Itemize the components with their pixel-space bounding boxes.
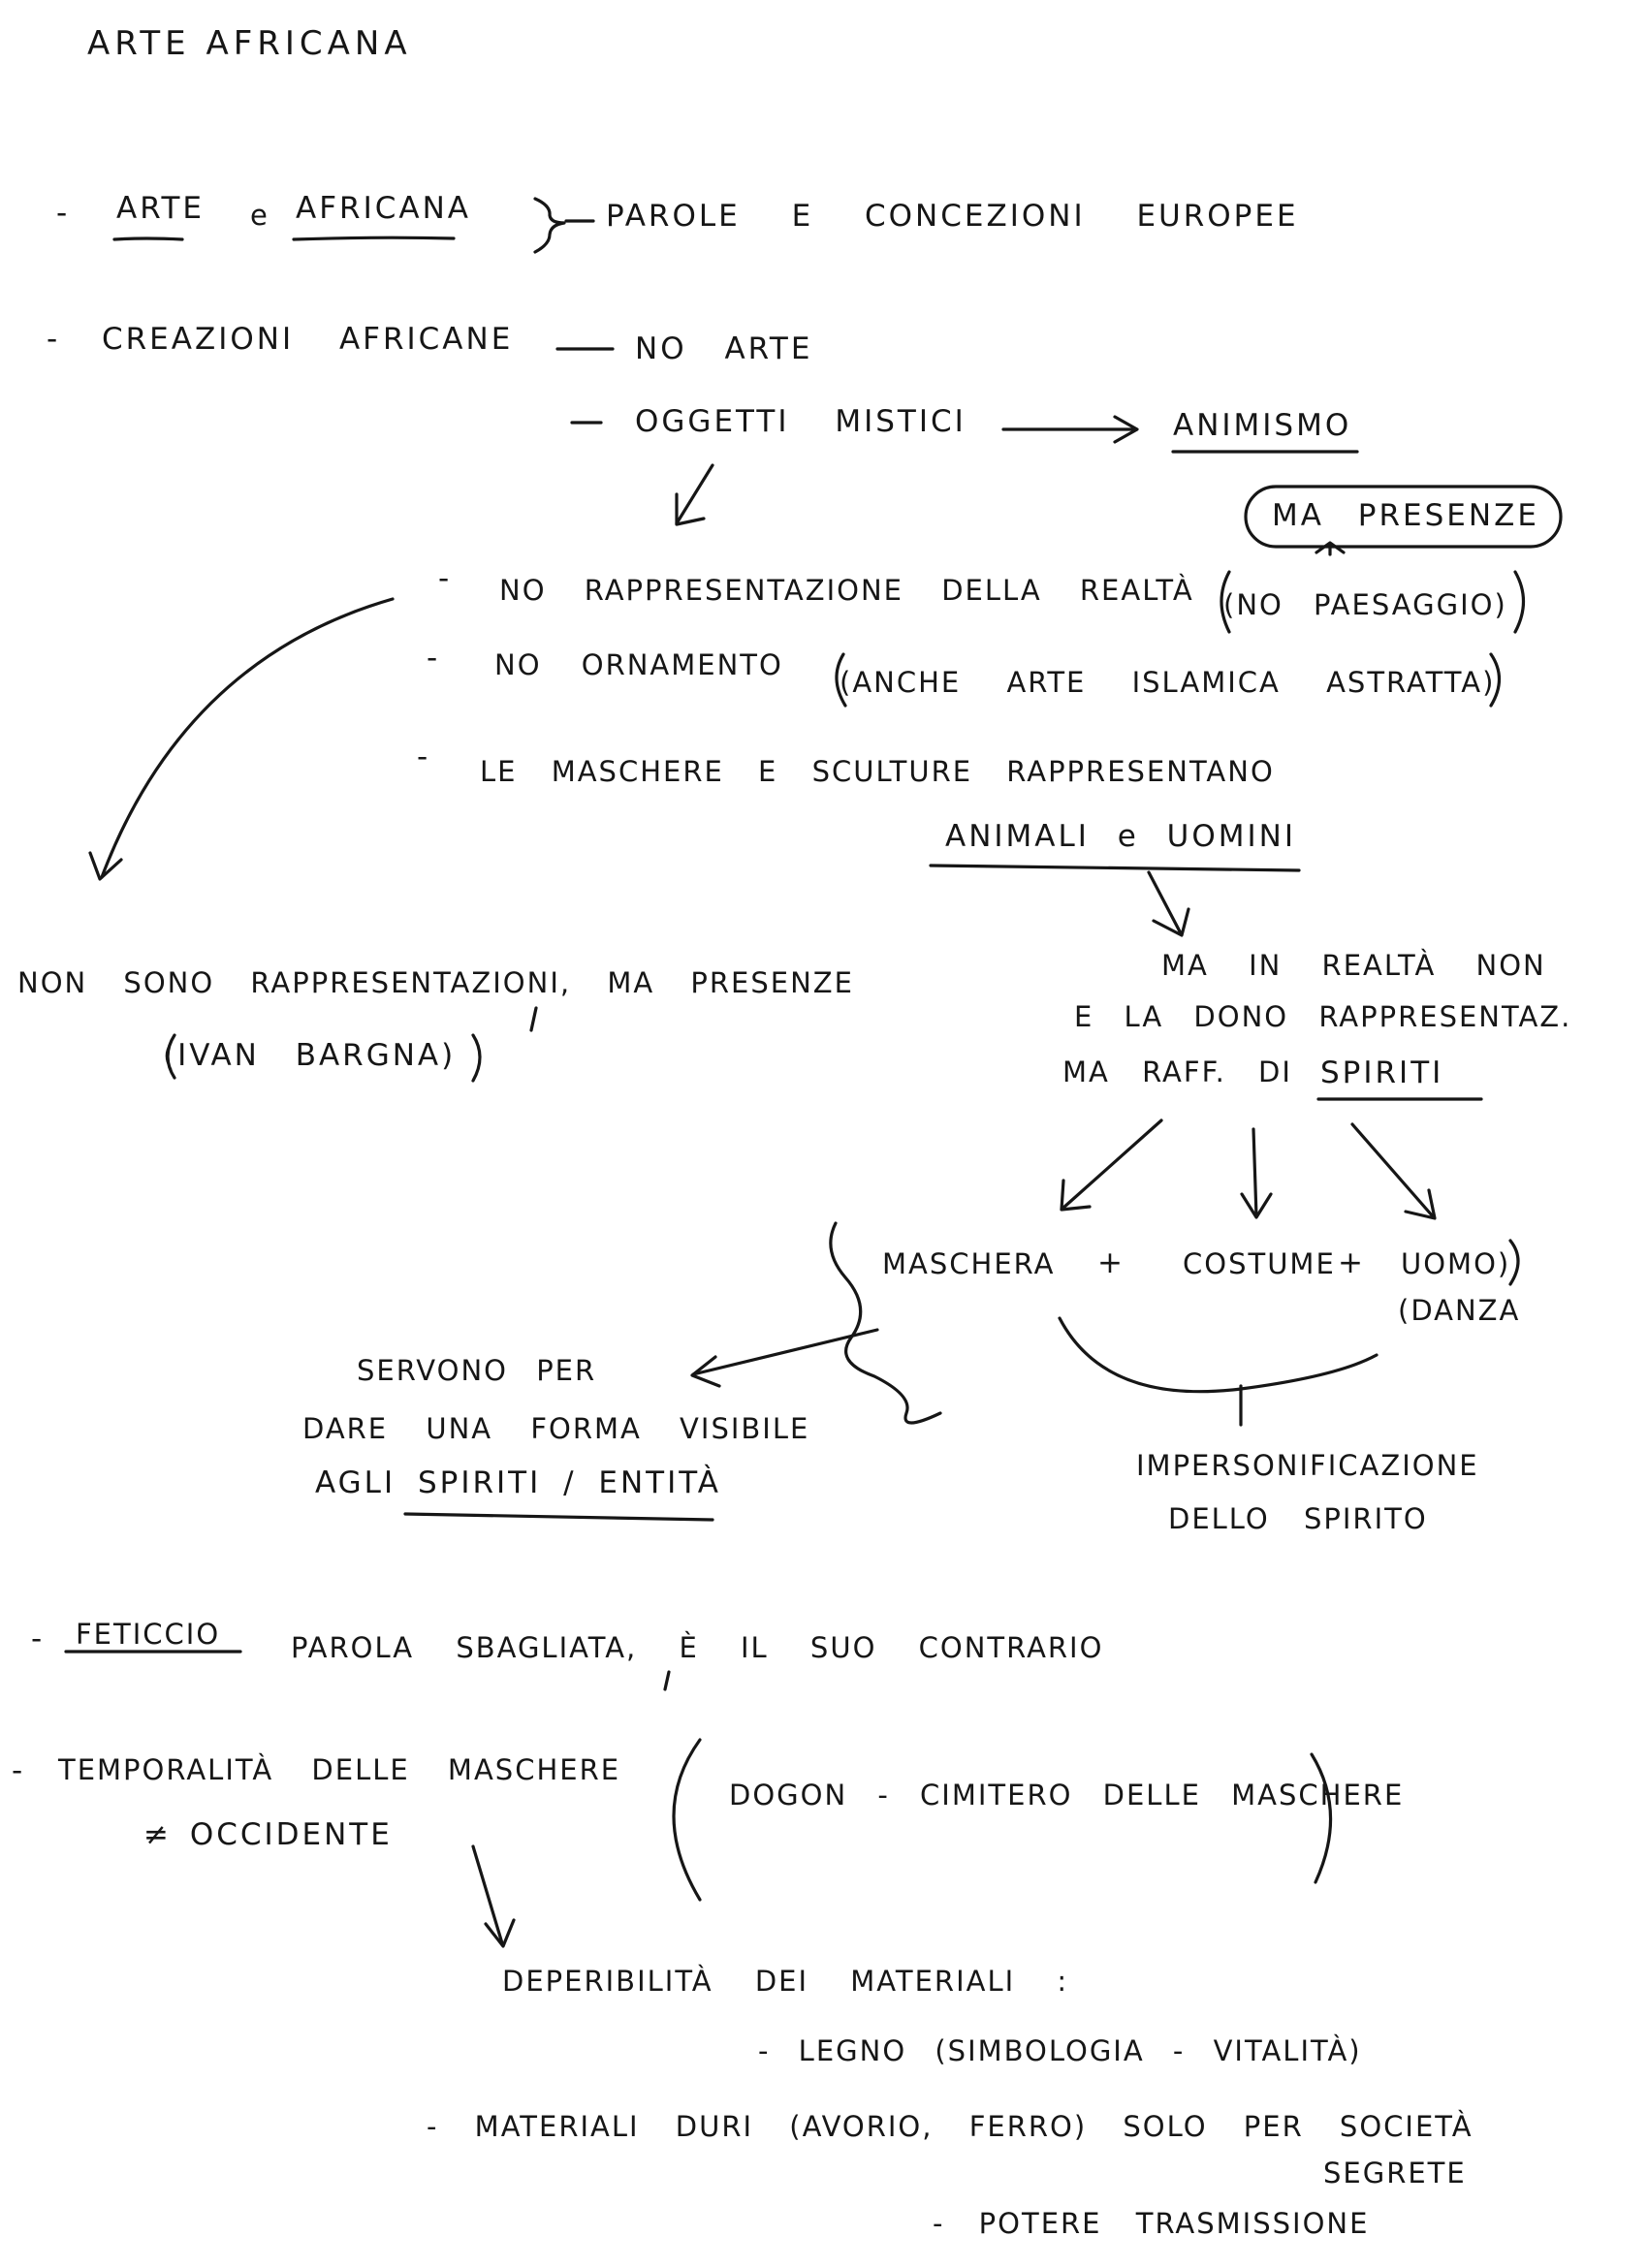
danza-label: (DANZA [1398,1294,1521,1327]
underline-animali [929,864,1301,872]
line3-animismo: ANIMISMO [1173,408,1352,443]
arrow-spiriti-left-head [1060,1179,1092,1212]
paren-ivan-close [471,1033,482,1083]
line4-no-paesaggio: (NO PAESAGGIO) [1223,588,1507,621]
plus-1: + [1097,1245,1125,1280]
underline-spiriti-entita [403,1512,714,1522]
left-non-sono: NON SONO RAPPRESENTAZIONI, MA PRESENZE [17,966,854,999]
underline-arte [112,236,184,241]
arrow-spiriti-right-shaft [1350,1122,1435,1218]
dogon-label: DOGON - CIMITERO DELLE MASCHERE [729,1779,1405,1811]
uomo-label: UOMO) [1401,1247,1511,1280]
comma-sbagliata [663,1670,671,1691]
dare-una-forma: DARE UNA FORMA VISIBILE [302,1412,810,1445]
line1-e: e [250,199,269,232]
paren-ivan-open [166,1033,176,1080]
arrow-spiriti-right-head [1404,1188,1437,1220]
smile-arc [1058,1316,1379,1394]
line5-anche: (ANCHE ARTE ISLAMICA ASTRATTA) [840,666,1496,699]
underline-africana [292,236,456,241]
arrow-spiriti-mid-shaft [1252,1127,1258,1218]
ma-presenze-label: MA PRESENZE [1272,498,1539,533]
right-ma-in-realta: MA IN REALTÀ NON [1161,949,1546,982]
line5-dash: - [427,641,441,676]
line1-africana: AFRICANA [296,191,471,226]
brace-right-1 [533,197,566,254]
line5-no-ornamento: NO ORNAMENTO [494,648,783,681]
line4-dash: - [438,561,453,596]
left-ivan-bargna: (IVAN BARGNA) [163,1038,457,1073]
materiali-duri: - MATERIALI DURI (AVORIO, FERRO) SOLO PE… [427,2110,1474,2143]
right-dono-rappresentaz: E LA DONO RAPPRESENTAZ. [1074,1000,1572,1033]
costume-label: COSTUME [1183,1247,1336,1280]
deperibilita-label: DEPERIBILITÀ DEI MATERIALI : [502,1965,1069,1998]
paren-uomo-close [1508,1239,1520,1286]
feticcio-rest: PAROLA SBAGLIATA, È IL SUO CONTRARIO [291,1631,1104,1664]
arrow-left-curve-head [88,851,123,881]
arrow-spiriti-mid-head [1240,1192,1273,1219]
potere-trasmissione: - POTERE TRASMISSIONE [933,2207,1370,2240]
dello-spirito: DELLO SPIRITO [1168,1502,1428,1535]
arrow-servono-shaft [691,1328,879,1376]
arrow-down-left-head [675,492,706,526]
line2-no-arte: NO ARTE [635,331,813,366]
line2-creazioni: CREAZIONI AFRICANE [102,322,514,357]
arrow-realta-shaft [1147,870,1183,935]
paren-dogon-close [1310,1752,1333,1884]
temporalita-label: TEMPORALITÀ DELLE MASCHERE [58,1753,621,1786]
arrow-left-curve [100,597,395,879]
maschera-label: MASCHERA [882,1247,1056,1280]
line4-no-rappresentazione: NO RAPPRESENTAZIONE DELLA REALTÀ [499,574,1194,607]
arrow-deperibilita-head [484,1918,516,1948]
ma-presenze-capsule [1244,485,1563,549]
right-spiriti: SPIRITI [1320,1055,1444,1090]
line3-oggetti-mistici: OGGETTI MISTICI [635,404,967,439]
ma-presenze-pointer [1315,541,1346,556]
arrow-realta-head [1152,907,1190,937]
wavy-brace [829,1221,942,1425]
temporalita-dash: - [12,1753,26,1788]
arrow-animismo-head [1113,415,1139,444]
line6-maschere: LE MASCHERE E SCULTURE RAPPRESENTANO [480,755,1275,788]
temporalita-occidente: ≠ OCCIDENTE [143,1817,393,1852]
line1-rest: PAROLE E CONCEZIONI EUROPEE [606,199,1299,234]
arrow-deperibilita-shaft [471,1844,504,1945]
servono-per: SERVONO PER [357,1354,597,1387]
paren-open-anche [835,652,847,708]
paren-close-paesaggio [1513,570,1525,634]
feticcio-word: FETICCIO [76,1618,221,1651]
paren-open-paesaggio [1220,570,1231,634]
feticcio-dash: - [31,1622,46,1656]
line6-dash: - [417,740,431,774]
line1-dash: - [56,196,71,231]
legno-label: - LEGNO (SIMBOLOGIA - VITALITÀ) [758,2034,1362,2067]
page-title: ARTE AFRICANA [87,24,412,63]
paren-dogon-open [672,1738,702,1902]
arrow-servono-head [690,1355,721,1388]
impersonificazione: IMPERSONIFICAZIONE [1136,1449,1479,1482]
arrow-spiriti-left-shaft [1062,1118,1163,1210]
line2-dash: - [47,322,61,357]
comma-left1 [529,1006,538,1032]
right-ma-raff-di: MA RAFF. DI [1062,1055,1292,1088]
paren-close-anche [1489,652,1502,708]
segrete-label: SEGRETE [1323,2157,1467,2189]
line7-animali-uomini: ANIMALI e UOMINI [945,819,1296,854]
arrow-down-left-shaft [675,463,714,525]
line1-arte: ARTE [116,191,206,226]
plus-2: + [1338,1245,1366,1280]
agli-spiriti: AGLI SPIRITI / ENTITÀ [315,1465,721,1500]
